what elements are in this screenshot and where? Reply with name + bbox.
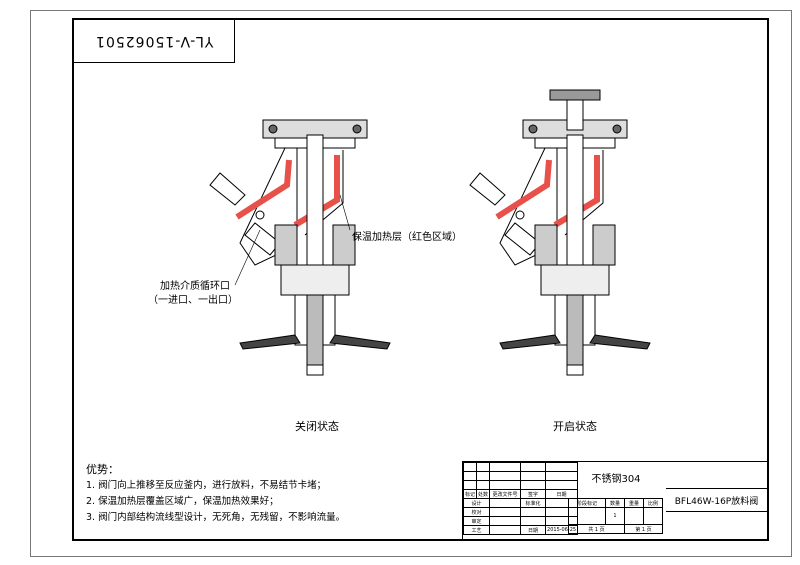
notes-title: 优势：	[86, 463, 119, 476]
closed-state-label: 关闭状态	[295, 420, 339, 433]
hdr: 标记	[462, 489, 478, 499]
note-item: 2. 保温加热层覆盖区域广，保温加热效果好；	[86, 496, 279, 507]
page-number: 第 1 页	[624, 524, 663, 534]
drawing-code-box: YL-V-15062501	[74, 20, 235, 63]
standard-label: 标准化	[520, 498, 547, 508]
hdr: 签字	[520, 489, 547, 499]
valve-closed	[210, 120, 390, 375]
heating-layer-label: 保温加热层（红色区域）	[352, 232, 462, 243]
hdr: 处数	[476, 489, 491, 499]
note-item: 3. 阀门内部结构流线型设计，无死角，无残留，不影响流量。	[86, 512, 346, 523]
valve-open	[470, 120, 650, 375]
date-label: 日期	[520, 525, 547, 535]
scale-label: 比例	[643, 498, 663, 508]
check-label: 校对	[462, 507, 491, 517]
quantity-label: 数量	[605, 498, 625, 508]
weight-label: 重量	[624, 498, 644, 508]
total-pages: 共 1 页	[568, 524, 625, 534]
note-item: 1. 阀门向上推移至反应釜内，进行放料，不易结节卡堵；	[86, 480, 327, 491]
advantages-notes: 优势： 1. 阀门向上推移至反应釜内，进行放料，不易结节卡堵； 2. 保温加热层…	[86, 462, 345, 526]
process-label: 工艺	[462, 525, 491, 535]
stage-table: 阶段标记数量重量比例 1 共 1 页第 1 页	[568, 498, 663, 534]
outer-border	[30, 10, 792, 557]
approve-label: 审定	[462, 516, 491, 526]
open-state-label: 开启状态	[553, 420, 597, 433]
port-label-line1: 加热介质循环口	[160, 281, 230, 292]
port-label-line2: （一进口、一出口）	[148, 295, 238, 306]
material: 不锈钢304	[591, 473, 641, 485]
drawing-frame	[72, 18, 769, 541]
quantity-value: 1	[605, 507, 625, 525]
title-block	[462, 461, 768, 541]
product-name: BFL46W-16P放料阀	[666, 488, 767, 512]
stage-mark: 阶段标记	[568, 498, 606, 508]
hdr: 更改文件号	[489, 489, 522, 499]
design-label: 设计	[462, 498, 491, 508]
